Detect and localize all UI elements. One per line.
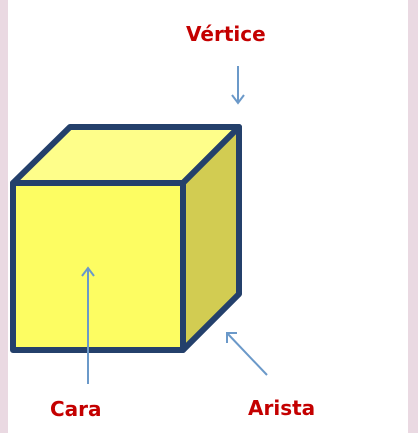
face-label: Cara	[50, 399, 102, 419]
vertex-label: Vértice	[186, 24, 266, 44]
cube-front-face	[13, 183, 183, 350]
vertex-arrow	[232, 66, 244, 103]
edge-label: Arista	[248, 398, 315, 418]
edge-arrow	[227, 333, 267, 375]
